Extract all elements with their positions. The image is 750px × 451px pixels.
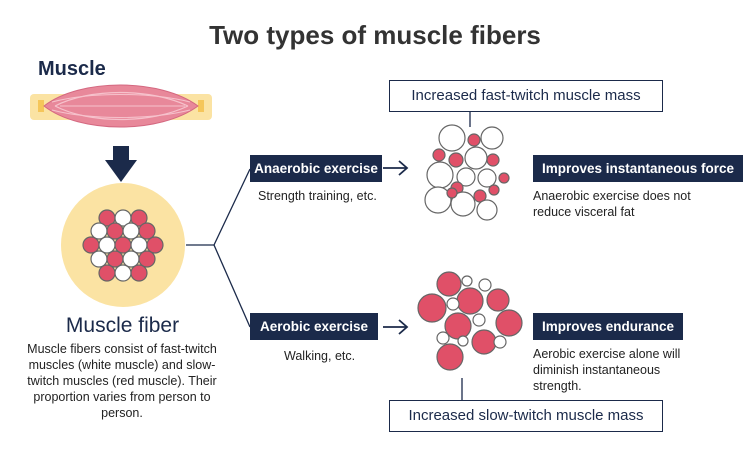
white-fiber <box>436 331 450 345</box>
white-fiber <box>446 297 460 311</box>
red-fiber <box>138 250 156 268</box>
fiber-cluster <box>82 209 164 282</box>
anaerobic-note: Anaerobic exercise does not reduce visce… <box>533 189 691 219</box>
red-fiber <box>432 148 446 162</box>
white-fiber <box>456 167 476 187</box>
fiber-title: Muscle fiber <box>65 314 180 337</box>
red-fiber <box>498 172 510 184</box>
white-fiber <box>426 161 454 189</box>
red-fiber <box>130 264 148 282</box>
aerobic-example: Walking, etc. <box>284 349 356 363</box>
red-fiber <box>467 133 481 147</box>
slow-twitch-callout: Increased slow-twitch muscle mass <box>389 400 663 432</box>
red-fiber <box>138 222 156 240</box>
fast-twitch-callout: Increased fast-twitch muscle mass <box>389 80 663 112</box>
white-fiber <box>480 126 504 150</box>
red-fiber <box>486 288 510 312</box>
white-fiber <box>114 264 132 282</box>
force-effect-label: Improves instantaneous force <box>533 155 743 182</box>
fiber-description: Muscle fibers consist of fast-twitch mus… <box>27 342 217 420</box>
white-fiber <box>450 191 476 217</box>
red-fiber <box>417 293 447 323</box>
red-fiber <box>436 271 462 297</box>
red-fiber <box>456 287 484 315</box>
white-fiber <box>464 146 488 170</box>
muscle-illustration <box>30 84 212 128</box>
white-fiber <box>476 199 498 221</box>
red-fiber <box>82 236 100 254</box>
red-fiber <box>495 309 523 337</box>
white-fiber <box>122 250 140 268</box>
red-fiber <box>130 209 148 227</box>
red-fiber <box>448 152 464 168</box>
white-fiber <box>90 222 108 240</box>
red-fiber <box>446 187 458 199</box>
red-fiber <box>473 189 487 203</box>
red-fiber <box>114 236 132 254</box>
red-fiber <box>436 343 464 371</box>
branch-connectors <box>186 168 251 328</box>
red-fiber <box>106 250 124 268</box>
right-arrow-icon <box>383 319 409 335</box>
aerobic-label: Aerobic exercise <box>250 313 378 340</box>
endurance-effect-label: Improves endurance <box>533 313 683 340</box>
aerobic-note: Aerobic exercise alone will diminish ins… <box>533 347 681 393</box>
slow-twitch-cluster <box>417 271 523 371</box>
white-fiber <box>122 222 140 240</box>
white-fiber <box>457 335 469 347</box>
page-title: Two types of muscle fibers <box>209 20 541 50</box>
white-fiber <box>438 124 466 152</box>
white-fiber <box>478 278 492 292</box>
red-fiber <box>488 184 500 196</box>
white-fiber <box>477 168 497 188</box>
right-arrow-icon <box>383 160 409 176</box>
white-fiber <box>90 250 108 268</box>
white-fiber <box>98 236 116 254</box>
muscle-label: Muscle <box>38 58 106 80</box>
white-fiber <box>493 335 507 349</box>
white-fiber <box>472 313 486 327</box>
red-fiber <box>106 222 124 240</box>
down-arrow-icon <box>105 146 137 182</box>
fast-twitch-cluster <box>424 124 510 221</box>
red-fiber <box>471 329 497 355</box>
white-fiber <box>130 236 148 254</box>
red-fiber <box>486 153 500 167</box>
red-fiber <box>98 264 116 282</box>
anaerobic-example: Strength training, etc. <box>258 189 377 203</box>
red-fiber <box>146 236 164 254</box>
anaerobic-label: Anaerobic exercise <box>250 155 382 182</box>
white-fiber <box>461 275 473 287</box>
white-fiber <box>424 186 452 214</box>
